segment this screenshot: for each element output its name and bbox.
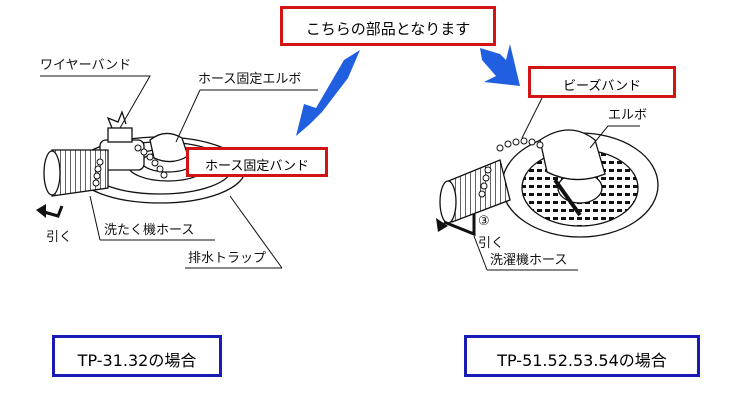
right-pull-arrow bbox=[443, 214, 476, 237]
label-elbow: エルボ bbox=[608, 108, 648, 123]
label-left-pull: 引く bbox=[46, 230, 73, 245]
right-bead-band-chain bbox=[478, 137, 544, 198]
right-washer-hose-drawing bbox=[439, 159, 511, 224]
label-left-washer-hose: 洗たく機ホース bbox=[104, 223, 195, 238]
label-right-pull: 引く bbox=[478, 236, 505, 251]
label-hose-elbow: ホース固定エルボ bbox=[198, 72, 302, 87]
highlight-bead-band: ビーズバンド bbox=[528, 66, 676, 98]
label-bead-band: ビーズバンド bbox=[562, 79, 641, 94]
callout-box: こちらの部品となります bbox=[280, 6, 496, 46]
model-box-right: TP-51.52.53.54の場合 bbox=[464, 335, 700, 377]
label-wire-band: ワイヤーバンド bbox=[40, 58, 132, 73]
blue-arrow-left bbox=[296, 50, 360, 136]
left-leader-lines bbox=[40, 75, 318, 269]
right-drain-trap-drawing bbox=[501, 129, 659, 238]
model-label-left: TP-31.32の場合 bbox=[77, 351, 197, 370]
label-drain-trap: 排水トラップ bbox=[188, 251, 267, 266]
left-pull-arrowhead bbox=[36, 204, 46, 218]
model-box-left: TP-31.32の場合 bbox=[52, 335, 222, 377]
blue-arrow-right bbox=[480, 44, 520, 86]
model-label-right: TP-51.52.53.54の場合 bbox=[497, 351, 667, 370]
highlight-hose-band: ホース固定バンド bbox=[186, 147, 328, 177]
label-step-number: ③ bbox=[478, 214, 490, 229]
left-wire-band-chain bbox=[92, 144, 168, 187]
label-hose-band: ホース固定バンド bbox=[204, 159, 309, 174]
right-leader-lines bbox=[473, 91, 640, 271]
callout-text: こちらの部品となります bbox=[305, 20, 471, 38]
right-pull-arrowhead bbox=[436, 218, 448, 232]
left-pull-arrow bbox=[43, 205, 64, 218]
label-right-washer-hose: 洗濯機ホース bbox=[490, 253, 568, 268]
